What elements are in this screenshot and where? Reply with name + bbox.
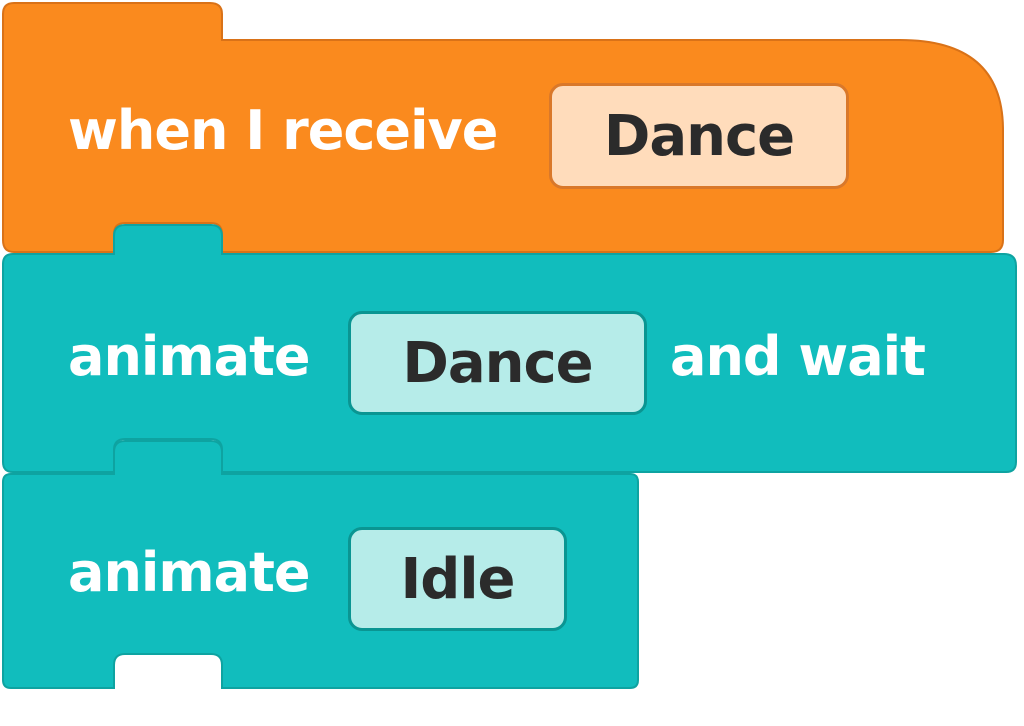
when-i-receive-label: when I receive — [68, 99, 498, 162]
animation-input-dance[interactable]: Dance — [348, 311, 647, 415]
and-wait-label: and wait — [670, 325, 926, 388]
animate-label: animate — [68, 541, 311, 604]
animate-label: animate — [68, 325, 311, 388]
animation-input-idle[interactable]: Idle — [348, 527, 567, 631]
message-dropdown[interactable]: Dance — [549, 83, 849, 189]
